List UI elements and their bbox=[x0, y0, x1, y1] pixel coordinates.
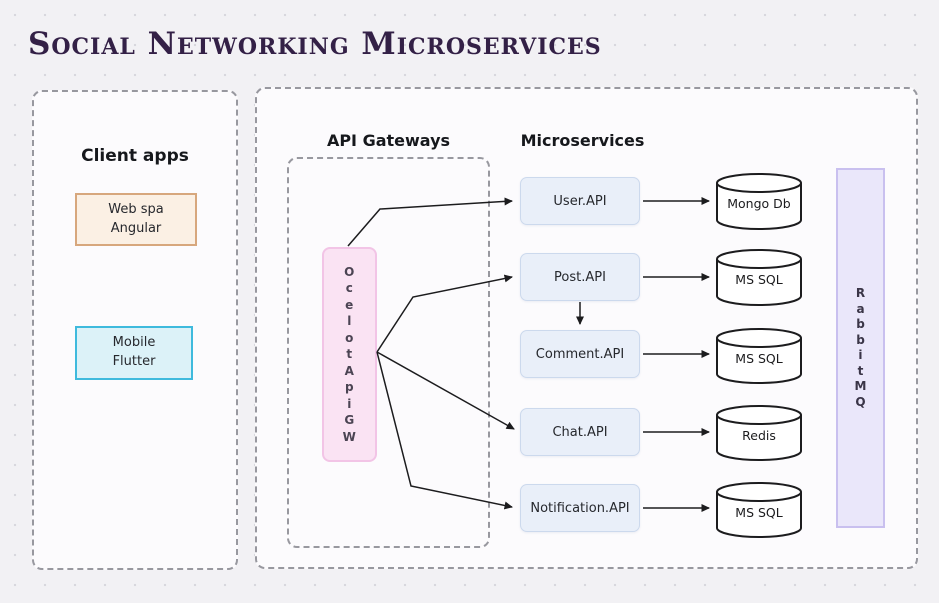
db-label-mongo: Mongo Db bbox=[727, 196, 791, 211]
page-title: Social Networking Microservices bbox=[28, 26, 602, 62]
microservices-heading: Microservices bbox=[520, 131, 645, 150]
client-apps-heading: Client apps bbox=[81, 146, 189, 166]
webspa-angular-label: Web spa Angular bbox=[108, 201, 164, 236]
api-gateway-group-box bbox=[287, 157, 490, 548]
db-label-post-mssql: MS SQL bbox=[735, 272, 783, 287]
mobile-flutter-node: Mobile Flutter bbox=[75, 326, 193, 380]
service-label-post: Post.API bbox=[554, 269, 606, 285]
db-label-redis: Redis bbox=[742, 428, 776, 443]
service-node-post: Post.API bbox=[520, 253, 640, 301]
api-gateways-heading: API Gateways bbox=[326, 131, 451, 150]
rabbitmq-node: R a b b i t M Q bbox=[836, 168, 885, 528]
service-node-notification: Notification.API bbox=[520, 484, 640, 532]
service-node-chat: Chat.API bbox=[520, 408, 640, 456]
db-label-comment-mssql: MS SQL bbox=[735, 351, 783, 366]
service-label-chat: Chat.API bbox=[552, 424, 608, 440]
ocelot-gateway-node: O c e l o t A p i G W bbox=[322, 247, 377, 462]
service-node-user: User.API bbox=[520, 177, 640, 225]
webspa-angular-node: Web spa Angular bbox=[75, 193, 197, 246]
db-label-notification-mssql: MS SQL bbox=[735, 505, 783, 520]
service-label-notification: Notification.API bbox=[530, 500, 630, 516]
service-label-comment: Comment.API bbox=[535, 346, 625, 362]
service-label-user: User.API bbox=[553, 193, 607, 209]
mobile-flutter-label: Mobile Flutter bbox=[112, 335, 156, 369]
service-node-comment: Comment.API bbox=[520, 330, 640, 378]
